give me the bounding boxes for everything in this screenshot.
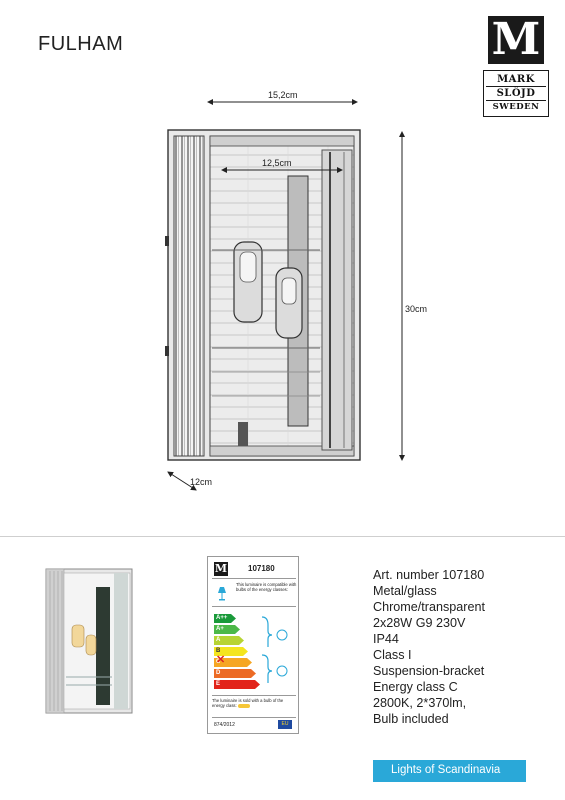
product-title: FULHAM <box>38 33 124 55</box>
product-photo <box>45 568 133 714</box>
energy-sold-caption: The luminaire is sold with a bulb of the… <box>212 698 284 709</box>
logo-line-1: MARK <box>486 73 546 87</box>
logo-line-3: SWEDEN <box>492 102 540 112</box>
spec-class: Class I <box>373 648 412 662</box>
energy-regulation: 874/2012 <box>214 722 235 728</box>
logo-wordmark: MARK SLÖJD SWEDEN <box>483 70 549 117</box>
logo-line-2: SLÖJD <box>486 87 546 101</box>
footer-text: Lights of Scandinavia <box>391 764 501 776</box>
lamp-drawing <box>165 129 361 461</box>
excluded-class-mark-icon: ✕ <box>216 654 226 666</box>
energy-label-logo: M <box>214 562 228 576</box>
footer-bar: Lights of Scandinavia <box>373 760 526 782</box>
energy-class-c: C <box>214 658 252 667</box>
logo-mark: M <box>488 16 544 64</box>
brand-logo: M MARK SLÖJD SWEDEN <box>483 16 549 122</box>
energy-class-scale: A++ A+ A B C D E <box>214 614 264 691</box>
spec-finish: Chrome/transparent <box>373 600 485 614</box>
spec-ip-rating: IP44 <box>373 632 399 646</box>
height-label: 30cm <box>405 304 427 314</box>
width-label: 15,2cm <box>268 90 298 100</box>
spec-article: Art. number 107180 <box>373 568 485 582</box>
class-range-brace-icon <box>261 616 288 683</box>
energy-class-a-plus-plus: A++ <box>214 614 236 623</box>
technical-drawing: 15,2cm 12,5cm 30cm 12cm <box>165 90 427 491</box>
energy-label-header: M 107180 <box>212 561 296 579</box>
energy-class-a-plus: A+ <box>214 625 240 634</box>
spec-energy-class: Energy class C <box>373 680 458 694</box>
energy-compat-text: This luminaire is compatible with bulbs … <box>236 582 297 593</box>
spec-material: Metal/glass <box>373 584 437 598</box>
included-bulb-icon <box>237 704 250 709</box>
spec-mounting: Suspension-bracket <box>373 664 485 678</box>
eu-flag-icon: EU <box>278 720 292 729</box>
energy-class-a: A <box>214 636 244 645</box>
section-divider <box>0 536 565 537</box>
energy-class-d: D <box>214 669 256 678</box>
energy-label-article: 107180 <box>248 564 275 573</box>
spec-power: 2x28W G9 230V <box>373 616 466 630</box>
energy-class-b: B <box>214 647 248 656</box>
spec-bulb: Bulb included <box>373 712 449 726</box>
spec-color-temp: 2800K, 2*370lm, <box>373 696 467 710</box>
energy-sold-text: The luminaire is sold with a bulb of the… <box>212 695 296 715</box>
energy-class-e: E <box>214 680 260 689</box>
depth-label: 12cm <box>190 477 212 487</box>
energy-label-footer: 874/2012 EU <box>212 717 296 731</box>
spec-list: Art. number 107180 Metal/glass Chrome/tr… <box>373 567 553 727</box>
inner-width-label: 12,5cm <box>262 158 292 168</box>
energy-label: M 107180 This luminaire is compatible wi… <box>207 556 299 734</box>
depth-dimension-line <box>167 471 197 491</box>
energy-label-compat: This luminaire is compatible with bulbs … <box>212 581 296 607</box>
lamp-icon <box>218 587 226 601</box>
